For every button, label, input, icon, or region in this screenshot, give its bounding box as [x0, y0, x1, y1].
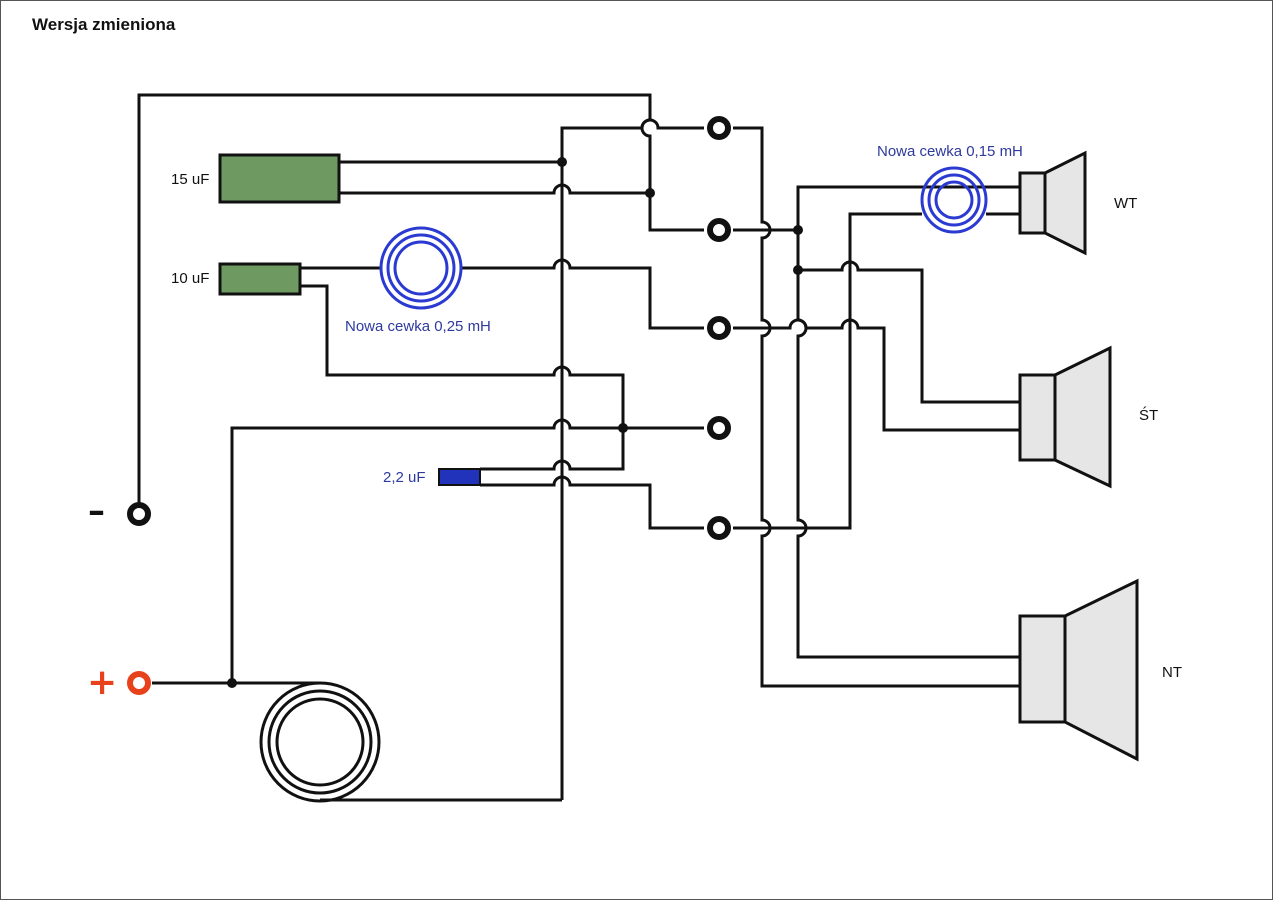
wire-bus-top — [560, 118, 704, 800]
junction-dot — [227, 678, 237, 688]
label-coil-015: Nowa cewka 0,15 mH — [877, 143, 1023, 160]
wire-woofer-inner — [796, 230, 1020, 659]
label-cap-10uf: 10 uF — [171, 270, 210, 287]
coil-ring — [259, 681, 381, 803]
speaker-cone — [1063, 578, 1139, 762]
wire-tweeter-a — [733, 185, 1020, 232]
terminal-4 — [707, 416, 731, 440]
wire-coil025-out — [460, 258, 704, 330]
coil-ring — [275, 697, 365, 787]
wire-plus-up — [230, 418, 704, 683]
junction-dot — [793, 225, 803, 235]
terminal-3 — [707, 316, 731, 340]
diagram-title: Wersja zmieniona — [32, 15, 176, 34]
label-speaker-st: ŚT — [1139, 407, 1159, 424]
capacitor-10uf — [218, 262, 302, 296]
speaker-magnet — [1018, 171, 1047, 235]
terminals — [707, 116, 731, 540]
wire-2-2uf-out — [480, 475, 704, 530]
wire-15uf-bottom — [339, 183, 650, 195]
junction-dot — [618, 423, 628, 433]
speaker-woofer — [1018, 578, 1139, 762]
capacitor-15uf — [218, 153, 341, 204]
speaker-tweeter — [1018, 150, 1087, 256]
label-speaker-nt: NT — [1162, 664, 1182, 681]
plus-sign: + — [87, 662, 118, 703]
coil-ring — [920, 166, 988, 234]
label-coil-025: Nowa cewka 0,25 mH — [345, 318, 491, 335]
input-terminal-minus — [127, 502, 151, 526]
speaker-magnet — [1018, 373, 1057, 462]
wire-tweeter-b — [733, 212, 922, 530]
speaker-midrange — [1018, 345, 1112, 489]
speaker-cone — [1053, 345, 1112, 489]
coil-ring — [393, 240, 449, 296]
coil-ring — [267, 689, 373, 795]
terminal-1 — [707, 116, 731, 140]
label-cap-15uf: 15 uF — [171, 171, 210, 188]
minus-sign: – — [88, 491, 105, 531]
coil-ring — [386, 233, 456, 303]
input-terminal-plus — [127, 671, 151, 695]
junction-dot — [793, 265, 803, 275]
label-speaker-wt: WT — [1114, 195, 1138, 212]
label-cap-2-2uf: 2,2 uF — [383, 469, 426, 486]
speaker-cone — [1043, 150, 1087, 256]
terminal-5 — [707, 516, 731, 540]
wires — [137, 93, 1020, 802]
coil-ring — [379, 226, 463, 310]
coil-ring — [934, 180, 974, 220]
coil-ring — [927, 173, 981, 227]
capacitor-2-2uf — [438, 468, 481, 486]
wire-mid-a — [733, 318, 1020, 432]
terminal-2 — [707, 218, 731, 242]
junction-dot — [645, 188, 655, 198]
big-coil-symbol — [259, 681, 381, 803]
speaker-magnet — [1018, 614, 1067, 724]
wire-mid-b — [798, 260, 1020, 404]
junctions — [227, 157, 803, 688]
coil-025-symbol — [379, 226, 463, 310]
junction-dot — [557, 157, 567, 167]
coil-015-symbol — [920, 166, 988, 234]
wire-10uf-bottom — [300, 284, 625, 471]
